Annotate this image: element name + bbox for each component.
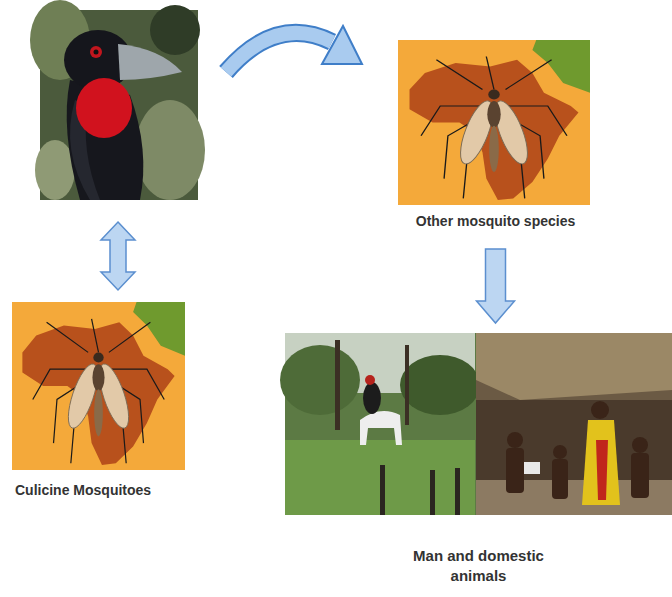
yellow-dress xyxy=(582,420,620,505)
rooster xyxy=(363,382,381,414)
fence-post xyxy=(455,468,460,515)
grass xyxy=(285,440,475,515)
arrow-body xyxy=(226,33,332,72)
double-arrow xyxy=(101,222,135,290)
mosquito-map xyxy=(12,302,185,470)
bird-pupil xyxy=(94,50,99,55)
dress-pattern xyxy=(596,440,608,500)
tree-trunk xyxy=(335,340,340,430)
rooster-comb xyxy=(365,375,375,385)
panel-caption: Other mosquito species xyxy=(416,211,575,231)
fence-post xyxy=(430,470,435,515)
mosquito-map xyxy=(398,40,590,205)
image-panel: Other mosquito species xyxy=(398,40,593,235)
hut-wall xyxy=(476,333,672,515)
bird-throat xyxy=(76,78,132,138)
people xyxy=(506,401,649,499)
person-head xyxy=(507,432,523,448)
panel-caption: Man and domestic animals xyxy=(389,546,569,586)
person-head xyxy=(591,401,609,419)
child-shirt xyxy=(524,462,540,474)
person-head xyxy=(632,437,648,453)
arrow-head xyxy=(322,26,362,64)
image-panel: Culicine Mosquitoes xyxy=(12,302,192,502)
village-photo xyxy=(280,333,672,515)
foliage xyxy=(135,100,205,200)
foliage xyxy=(280,345,360,415)
bird-beak xyxy=(118,44,182,80)
block-arrow xyxy=(477,249,515,323)
person-head xyxy=(553,445,567,459)
foliage xyxy=(35,140,75,200)
goat xyxy=(360,411,402,445)
curved-arrow xyxy=(226,26,362,72)
bird-photo xyxy=(30,0,205,200)
hut-shade xyxy=(476,400,672,515)
panel-caption: Culicine Mosquitoes xyxy=(12,480,151,500)
hut-roof xyxy=(476,333,672,400)
image-panel: Man and domestic animals xyxy=(285,333,672,592)
person-body xyxy=(552,459,568,499)
foliage xyxy=(400,355,480,415)
person-body xyxy=(631,453,649,498)
arrow-outline xyxy=(226,33,332,72)
tree-trunk xyxy=(405,345,409,425)
fence-post xyxy=(380,465,385,515)
person-body xyxy=(506,448,524,493)
foliage xyxy=(150,5,200,55)
bird-eye xyxy=(90,46,102,58)
